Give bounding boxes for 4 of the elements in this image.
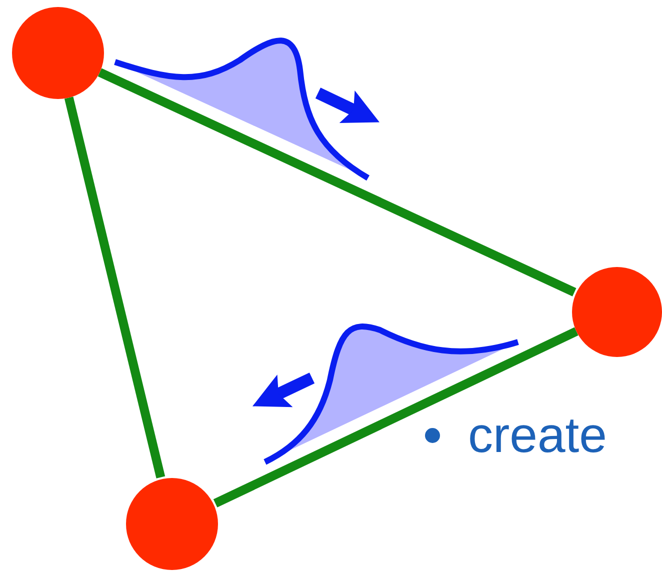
connector-line <box>64 96 166 478</box>
connector-line <box>213 327 578 508</box>
bullet-text: create <box>468 408 607 463</box>
connector-line <box>98 68 576 296</box>
